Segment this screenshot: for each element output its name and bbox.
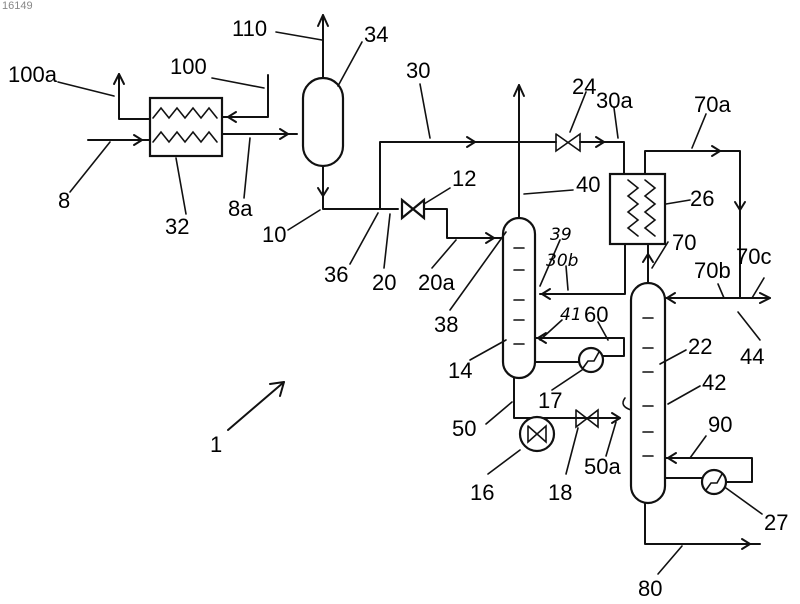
stream-40 bbox=[514, 85, 524, 218]
label-42: 42 bbox=[702, 370, 726, 395]
label-8a: 8a bbox=[228, 196, 253, 221]
label-26: 26 bbox=[690, 186, 714, 211]
label-50: 50 bbox=[452, 416, 476, 441]
label-60: 60 bbox=[584, 302, 608, 327]
stream-70 bbox=[643, 244, 653, 283]
label-24: 24 bbox=[572, 74, 596, 99]
system-arrow-1 bbox=[228, 382, 284, 430]
stream-100a bbox=[114, 74, 150, 119]
label-17: 17 bbox=[538, 388, 562, 413]
label-110: 110 bbox=[232, 16, 267, 41]
page-id: 16149 bbox=[2, 0, 33, 12]
label-8: 8 bbox=[58, 188, 70, 213]
label-70c: 70c bbox=[736, 244, 771, 269]
stream-20a bbox=[424, 209, 503, 243]
reboiler-27 bbox=[702, 470, 726, 494]
label-36: 36 bbox=[324, 262, 348, 287]
reboiler-17 bbox=[579, 348, 603, 372]
label-44: 44 bbox=[740, 344, 764, 369]
stream-8a bbox=[222, 129, 297, 139]
pump-16 bbox=[520, 417, 554, 451]
label-100: 100 bbox=[170, 54, 207, 79]
label-70: 70 bbox=[672, 230, 696, 255]
label-30a: 30a bbox=[596, 88, 633, 113]
label-20a: 20a bbox=[418, 270, 455, 295]
stream-80 bbox=[645, 503, 760, 549]
label-70b: 70b bbox=[694, 258, 731, 283]
label-100a: 100a bbox=[8, 62, 58, 87]
stream-30a bbox=[580, 137, 624, 174]
stream-42 bbox=[623, 398, 631, 410]
label-16: 16 bbox=[470, 480, 494, 505]
valve-24 bbox=[556, 134, 580, 151]
label-34: 34 bbox=[364, 22, 388, 47]
label-1: 1 bbox=[210, 432, 222, 457]
column-14 bbox=[503, 218, 535, 378]
label-38: 38 bbox=[434, 312, 458, 337]
stream-110 bbox=[318, 15, 328, 78]
heat-exchanger-32 bbox=[150, 98, 222, 156]
label-50a: 50a bbox=[584, 454, 621, 479]
stream-8 bbox=[88, 135, 150, 145]
label-30b: 30b bbox=[546, 251, 578, 271]
stream-10 bbox=[318, 166, 398, 209]
separator-34 bbox=[303, 78, 343, 166]
column-22 bbox=[631, 283, 665, 503]
label-41: 41 bbox=[560, 305, 582, 325]
label-40: 40 bbox=[576, 172, 600, 197]
label-22: 22 bbox=[688, 334, 712, 359]
label-30: 30 bbox=[406, 58, 430, 83]
label-18: 18 bbox=[548, 480, 572, 505]
label-70a: 70a bbox=[694, 92, 731, 117]
label-12: 12 bbox=[452, 166, 476, 191]
label-39: 39 bbox=[550, 225, 572, 245]
label-10: 10 bbox=[262, 222, 286, 247]
label-80: 80 bbox=[638, 576, 662, 601]
stream-50 bbox=[514, 378, 620, 418]
label-14: 14 bbox=[448, 358, 472, 383]
label-20: 20 bbox=[372, 270, 396, 295]
valve-12 bbox=[402, 200, 424, 218]
label-90: 90 bbox=[708, 412, 732, 437]
label-27: 27 bbox=[764, 510, 788, 535]
heat-exchanger-26 bbox=[610, 174, 665, 244]
label-32: 32 bbox=[165, 214, 189, 239]
